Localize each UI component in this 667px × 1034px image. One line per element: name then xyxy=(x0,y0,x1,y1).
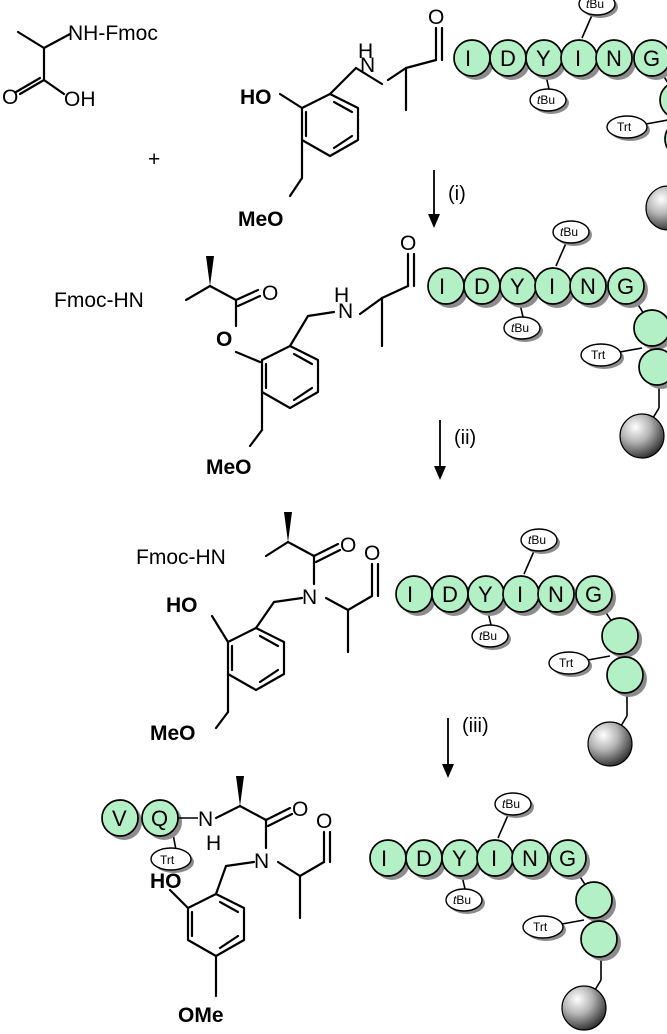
row1-nh-h: H xyxy=(358,40,373,63)
row3-bead-labels: I D Y I N G xyxy=(407,582,602,607)
row1-bead-4: I xyxy=(575,46,581,71)
row4-pg-tbu-top: tBu xyxy=(502,797,520,811)
row2-pg-tbu-bottom: tBu xyxy=(511,321,529,335)
row4-pg-tbu-bottom: tBu xyxy=(453,893,471,907)
row3-amide-o: O xyxy=(340,534,356,557)
row4-nterm-bead-v: V xyxy=(112,806,127,831)
row-3-structure: Fmoc-HN O N HO MeO O I D Y I N xyxy=(136,512,648,767)
row2-bead-3: Y xyxy=(510,274,525,299)
row4-carbonyl-o: O xyxy=(316,810,332,833)
carbonyl-o-label: O xyxy=(2,86,18,109)
row3-bead-5: N xyxy=(548,582,564,607)
row2-ester-co: O xyxy=(262,282,278,305)
row1-protecting-groups: tBu tBu Trt xyxy=(537,0,632,134)
step-arrow-3: (iii) xyxy=(442,715,489,778)
row2-bead-6: G xyxy=(617,274,634,299)
step-label-3: (iii) xyxy=(462,715,489,737)
row2-pg-trt: Trt xyxy=(591,348,606,362)
row3-carbonyl-o: O xyxy=(364,542,380,565)
row3-n-label: N xyxy=(302,586,317,609)
row3-pg-tbu-top: tBu xyxy=(528,533,546,547)
row3-pg-tbu-bottom: tBu xyxy=(479,629,497,643)
row2-bead-2: D xyxy=(474,274,490,299)
row1-ome-label: MeO xyxy=(238,208,284,231)
row4-ome-label: OMe xyxy=(178,1004,224,1027)
row1-bead-labels: I D Y I N G xyxy=(465,46,660,71)
row4-nh-n: N xyxy=(198,808,213,831)
row4-nterm-pg-trt: Trt xyxy=(160,853,175,867)
row4-nterm-bead-q: Q xyxy=(151,806,168,831)
row2-nh-n: N xyxy=(338,300,353,323)
row4-bead-2: D xyxy=(416,846,432,871)
row1-pg-tbu-top: tBu xyxy=(586,0,604,11)
amine-label: NH-Fmoc xyxy=(68,22,158,45)
row1-pg-trt: Trt xyxy=(617,120,632,134)
step-label-2: (ii) xyxy=(454,427,476,449)
row3-bead-4: I xyxy=(517,582,523,607)
row3-ho-label: HO xyxy=(166,594,198,617)
row4-protecting-groups: tBu tBu Trt xyxy=(453,797,548,934)
row3-bead-6: G xyxy=(585,582,602,607)
row4-bead-labels: I D Y I N G xyxy=(381,846,576,871)
row3-ome-label: MeO xyxy=(150,722,196,745)
row2-bead-1: I xyxy=(439,274,445,299)
row1-bead-1: I xyxy=(465,46,471,71)
step-label-1: (i) xyxy=(448,183,466,205)
row2-carbonyl-o: O xyxy=(400,232,416,255)
row4-amide-o: O xyxy=(292,798,308,821)
row2-pg-tbu-top: tBu xyxy=(560,225,578,239)
step-arrow-2: (ii) xyxy=(434,420,476,480)
row3-protecting-groups: tBu tBu Trt xyxy=(479,533,574,670)
row2-protecting-groups: tBu tBu Trt xyxy=(511,225,606,362)
row4-bead-4: I xyxy=(491,846,497,871)
row4-bead-3: Y xyxy=(452,846,467,871)
row3-bead-2: D xyxy=(442,582,458,607)
row2-bead-labels: I D Y I N G xyxy=(439,274,634,299)
plus-sign: + xyxy=(148,148,160,171)
row1-ho-label: HO xyxy=(240,86,272,109)
row2-bead-4: I xyxy=(549,274,555,299)
acid-label: OH xyxy=(64,88,96,111)
row2-ester-o: O xyxy=(216,328,232,351)
row1-bead-2: D xyxy=(500,46,516,71)
row4-bead-6: G xyxy=(559,846,576,871)
row4-bead-5: N xyxy=(522,846,538,871)
row3-fmoc-label: Fmoc-HN xyxy=(136,546,226,569)
row2-bead-5: N xyxy=(580,274,596,299)
row2-ome-label: MeO xyxy=(206,456,252,479)
row3-bead-1: I xyxy=(407,582,413,607)
row4-n-label: N xyxy=(254,850,269,873)
row-4-structure: V Q Trt N H O N HO OMe O I D Y xyxy=(101,776,622,1031)
step-arrow-1: (i) xyxy=(428,170,466,228)
row1-bead-5: N xyxy=(606,46,622,71)
row-2-structure: Fmoc-HN O O H N O MeO I D Y I N xyxy=(54,220,667,479)
row1-bead-3: Y xyxy=(536,46,551,71)
row3-pg-trt: Trt xyxy=(559,656,574,670)
row-1-structure: H N O HO MeO I D Y I N G tBu tBu Trt xyxy=(238,0,667,231)
row1-nh-n: N xyxy=(360,54,375,77)
row4-nh-h: H xyxy=(206,832,221,855)
row1-bead-6: G xyxy=(643,46,660,71)
row4-bead-1: I xyxy=(381,846,387,871)
row1-carbonyl-o: O xyxy=(428,6,444,29)
row4-pg-trt: Trt xyxy=(533,920,548,934)
fmoc-ala-oh-reagent: NH-Fmoc O OH xyxy=(2,22,158,111)
row3-bead-3: Y xyxy=(478,582,493,607)
row1-pg-tbu-bottom: tBu xyxy=(537,93,555,107)
row2-nh-h: H xyxy=(334,284,349,307)
row2-fmoc-label: Fmoc-HN xyxy=(54,289,144,312)
row4-ho-label: HO xyxy=(150,870,182,893)
